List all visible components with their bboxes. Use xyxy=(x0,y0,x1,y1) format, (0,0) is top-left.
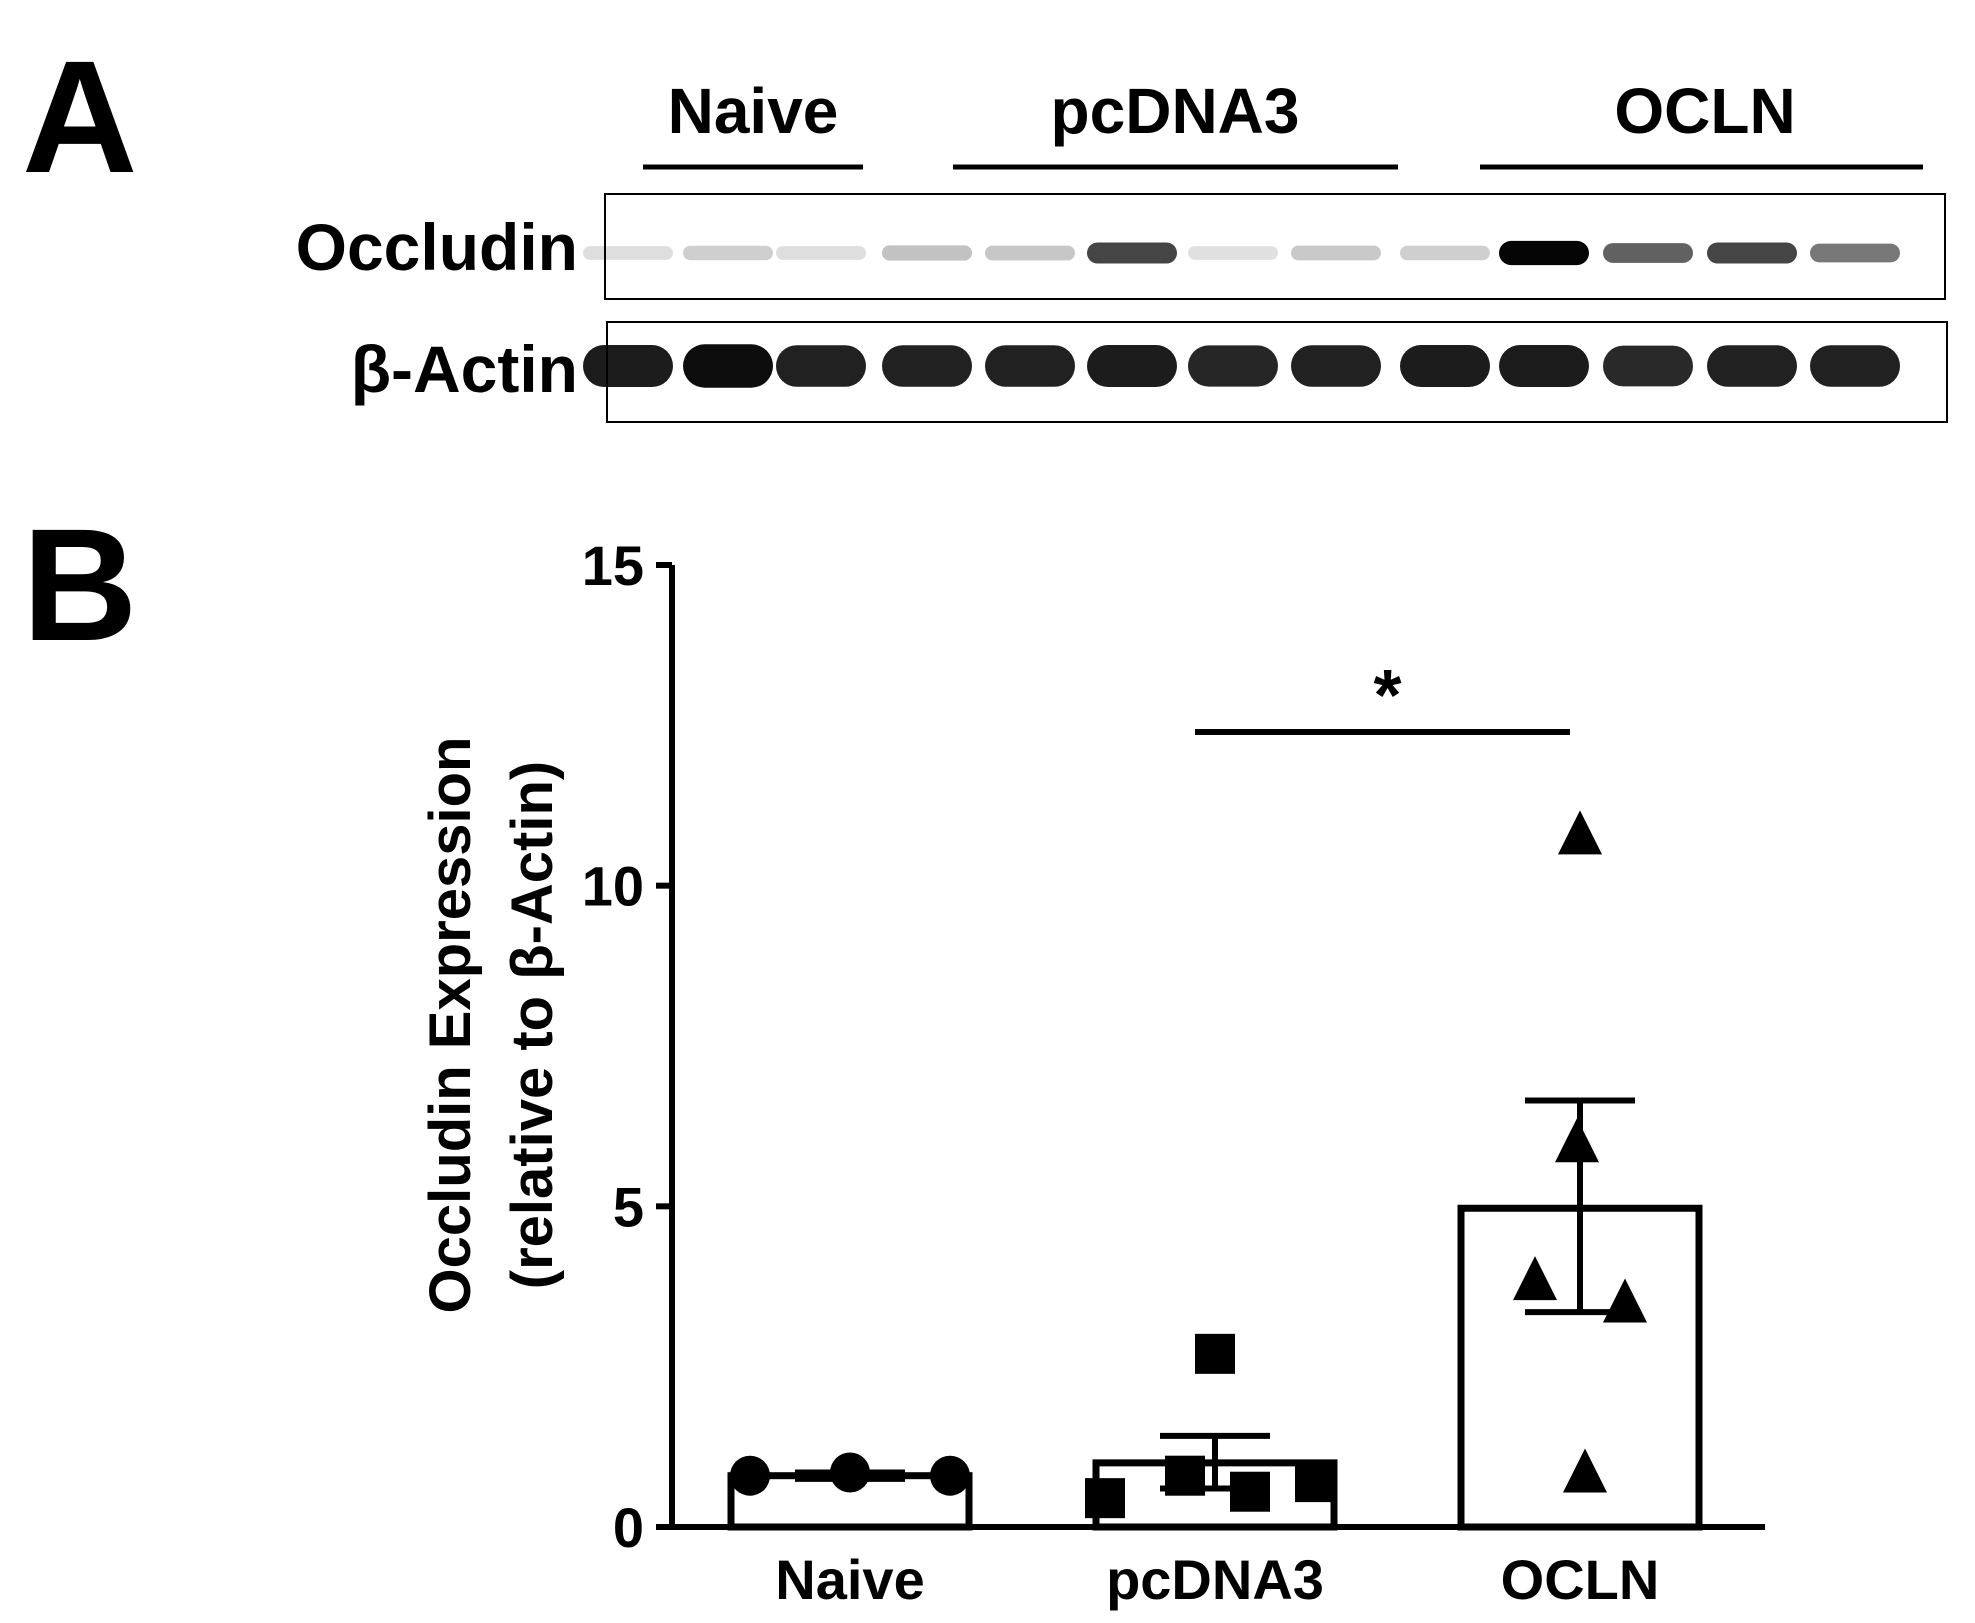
data-point-circle xyxy=(930,1455,970,1496)
group-label-pcdna3: pcDNA3 xyxy=(1051,75,1300,147)
blot-band xyxy=(1400,245,1490,261)
blot-band xyxy=(583,246,673,260)
blot-band xyxy=(1400,345,1490,387)
blot-band xyxy=(683,344,773,388)
blot-band xyxy=(985,345,1075,387)
y-tick-label: 5 xyxy=(613,1175,644,1238)
x-tick-label: OCLN xyxy=(1501,1548,1660,1611)
blot-band xyxy=(1188,345,1278,387)
data-point-triangle xyxy=(1513,1256,1557,1301)
blot-band xyxy=(882,245,972,261)
data-point-triangle xyxy=(1558,810,1602,855)
blot-band xyxy=(1810,243,1900,263)
blot-band xyxy=(1707,242,1797,264)
blot-band xyxy=(1603,345,1693,387)
blot-band xyxy=(882,345,972,387)
y-tick-label: 0 xyxy=(613,1496,644,1559)
blot-band xyxy=(1087,242,1177,264)
blot-band xyxy=(1499,345,1589,387)
data-point-triangle xyxy=(1603,1278,1647,1323)
significance-label: * xyxy=(1373,656,1401,736)
blot-band xyxy=(1810,345,1900,387)
x-tick-label: Naive xyxy=(775,1548,924,1611)
y-axis-label-line1: Occludin Expression xyxy=(418,737,483,1314)
data-point-square xyxy=(1165,1455,1205,1496)
data-point-circle xyxy=(730,1455,770,1496)
data-point-square xyxy=(1295,1462,1335,1503)
data-point-circle xyxy=(830,1452,870,1493)
blot-band xyxy=(985,245,1075,261)
y-tick-label: 15 xyxy=(582,534,644,597)
blot-band xyxy=(1499,240,1589,266)
data-point-square xyxy=(1195,1333,1235,1374)
data-point-square xyxy=(1085,1478,1125,1519)
blot-row-label-occludin: Occludin xyxy=(296,210,578,284)
blot-band xyxy=(1707,345,1797,387)
panel-a-label: A xyxy=(22,27,138,206)
group-label-ocln: OCLN xyxy=(1614,75,1795,147)
data-point-triangle xyxy=(1563,1448,1607,1493)
blot-row-label-actin: β-Actin xyxy=(351,332,578,406)
y-axis-label-line2: (relative to β-Actin) xyxy=(500,761,565,1289)
blot-band xyxy=(683,245,773,261)
blot-band xyxy=(1603,243,1693,263)
x-tick-label: pcDNA3 xyxy=(1106,1548,1324,1611)
data-point-square xyxy=(1230,1471,1270,1512)
blot-band xyxy=(776,246,866,260)
data-point-triangle xyxy=(1555,1118,1599,1163)
group-label-naive: Naive xyxy=(668,75,839,147)
blot-band xyxy=(1188,246,1278,260)
blot-band xyxy=(776,345,866,387)
y-tick-label: 10 xyxy=(582,855,644,918)
blot-band xyxy=(583,345,673,387)
blot-band xyxy=(1291,245,1381,261)
blot-band xyxy=(1291,345,1381,387)
panel-b-label: B xyxy=(22,495,138,674)
blot-band xyxy=(1087,345,1177,387)
